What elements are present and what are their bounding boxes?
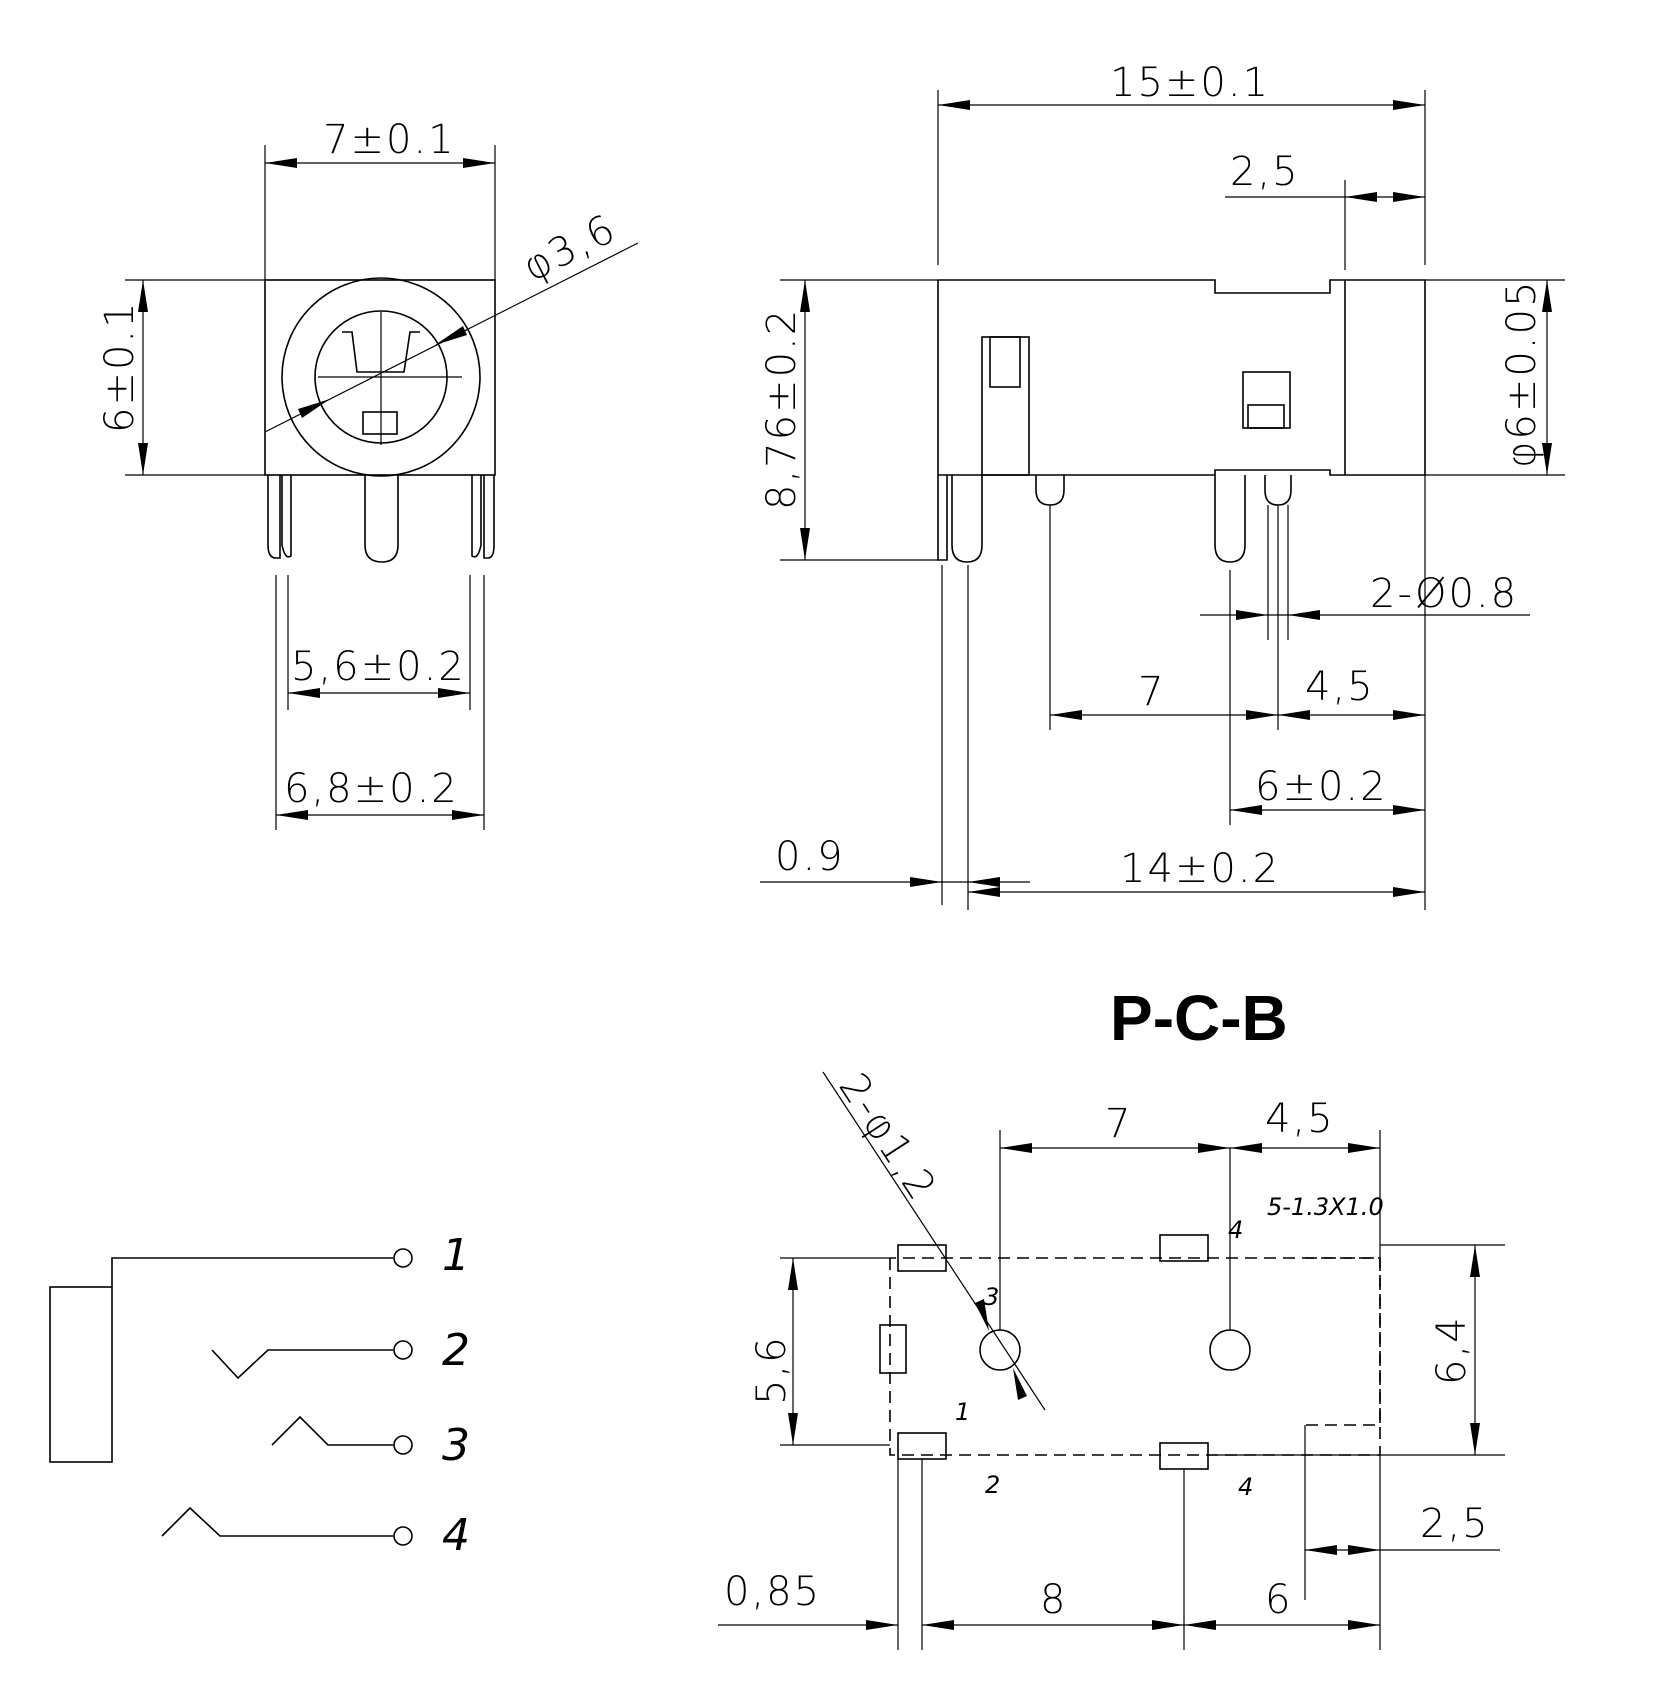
dim-side-length: 15±0.1 bbox=[1110, 60, 1270, 106]
pcb-pad-label-2: 2 bbox=[985, 1471, 1000, 1499]
dim-front-width: 7±0.1 bbox=[323, 117, 456, 163]
pcb-dim-top-a: 7 bbox=[1105, 1101, 1132, 1147]
pin-label-1: 1 bbox=[442, 1230, 470, 1281]
dim-side-height: 8,76±0.2 bbox=[759, 308, 805, 510]
hole-right bbox=[1209, 1329, 1251, 1371]
pcb-dim-top-b: 4,5 bbox=[1265, 1096, 1335, 1142]
pin-2-terminal bbox=[393, 1340, 413, 1360]
dim-side-pitch-c: 6±0.2 bbox=[1255, 764, 1388, 810]
dim-side-collar: 2,5 bbox=[1230, 149, 1300, 195]
pcb-dim-bot-b: 8 bbox=[1040, 1577, 1067, 1623]
dim-front-height: 6±0.1 bbox=[97, 300, 143, 433]
dim-pin-inner: 5,6±0.2 bbox=[291, 644, 466, 690]
pcb-title: P-C-B bbox=[1110, 982, 1288, 1054]
pcb-pad-label-4-bottom: 4 bbox=[1238, 1473, 1253, 1501]
pcb-dim-bot-a: 0,85 bbox=[724, 1569, 821, 1615]
pin-4-terminal bbox=[393, 1526, 413, 1546]
pin-label-4: 4 bbox=[442, 1510, 470, 1561]
side-view: 15±0.1 2,5 8,76±0.2 φ6±0.05 2-Ø0.8 7 4,5… bbox=[759, 60, 1565, 910]
pad-side bbox=[879, 1324, 907, 1374]
dim-pin-outer: 6,8±0.2 bbox=[284, 766, 459, 812]
jack-body bbox=[49, 1286, 113, 1463]
schematic: 1 2 3 4 bbox=[49, 1230, 470, 1561]
pcb-dim-right: 6,4 bbox=[1429, 1315, 1475, 1385]
pcb-pad-label-4-top: 4 bbox=[1228, 1216, 1243, 1244]
pin-label-2: 2 bbox=[442, 1325, 470, 1376]
dim-side-offset: 0.9 bbox=[775, 834, 845, 880]
pcb-pad-note: 5-1.3X1.0 bbox=[1267, 1193, 1384, 1221]
dim-side-pin-span: 14±0.2 bbox=[1120, 846, 1280, 892]
pcb-pad-label-3: 3 bbox=[984, 1283, 999, 1311]
dim-side-pitch-a: 7 bbox=[1138, 669, 1165, 715]
pad-top-left bbox=[897, 1244, 947, 1272]
pin-3-terminal bbox=[393, 1435, 413, 1455]
hole-left bbox=[979, 1329, 1021, 1371]
pin-1-terminal bbox=[393, 1248, 413, 1268]
pcb-layout: P-C-B 7 4,5 5-1.3X1.0 2-φ1,2 5,6 bbox=[718, 982, 1505, 1650]
pcb-dim-bot-d: 2,5 bbox=[1420, 1501, 1490, 1547]
front-view: 7±0.1 6±0.1 φ3,6 5,6±0.2 6,8±0.2 bbox=[97, 117, 639, 830]
pcb-dim-left: 5,6 bbox=[749, 1335, 795, 1405]
dim-side-pitch-b: 4,5 bbox=[1305, 664, 1375, 710]
pad-top-right bbox=[1159, 1234, 1209, 1262]
dim-side-diameter: φ6±0.05 bbox=[1499, 280, 1545, 468]
pad-bottom-right bbox=[1159, 1442, 1209, 1470]
front-outer-ring bbox=[281, 277, 481, 477]
front-housing bbox=[264, 279, 496, 476]
pcb-hole-spec: 2-φ1,2 bbox=[830, 1065, 946, 1209]
dim-side-pin-dia: 2-Ø0.8 bbox=[1370, 571, 1518, 617]
pcb-pad-label-1: 1 bbox=[955, 1398, 970, 1426]
pin-label-3: 3 bbox=[442, 1420, 470, 1471]
pcb-dim-bot-c: 6 bbox=[1265, 1577, 1292, 1623]
